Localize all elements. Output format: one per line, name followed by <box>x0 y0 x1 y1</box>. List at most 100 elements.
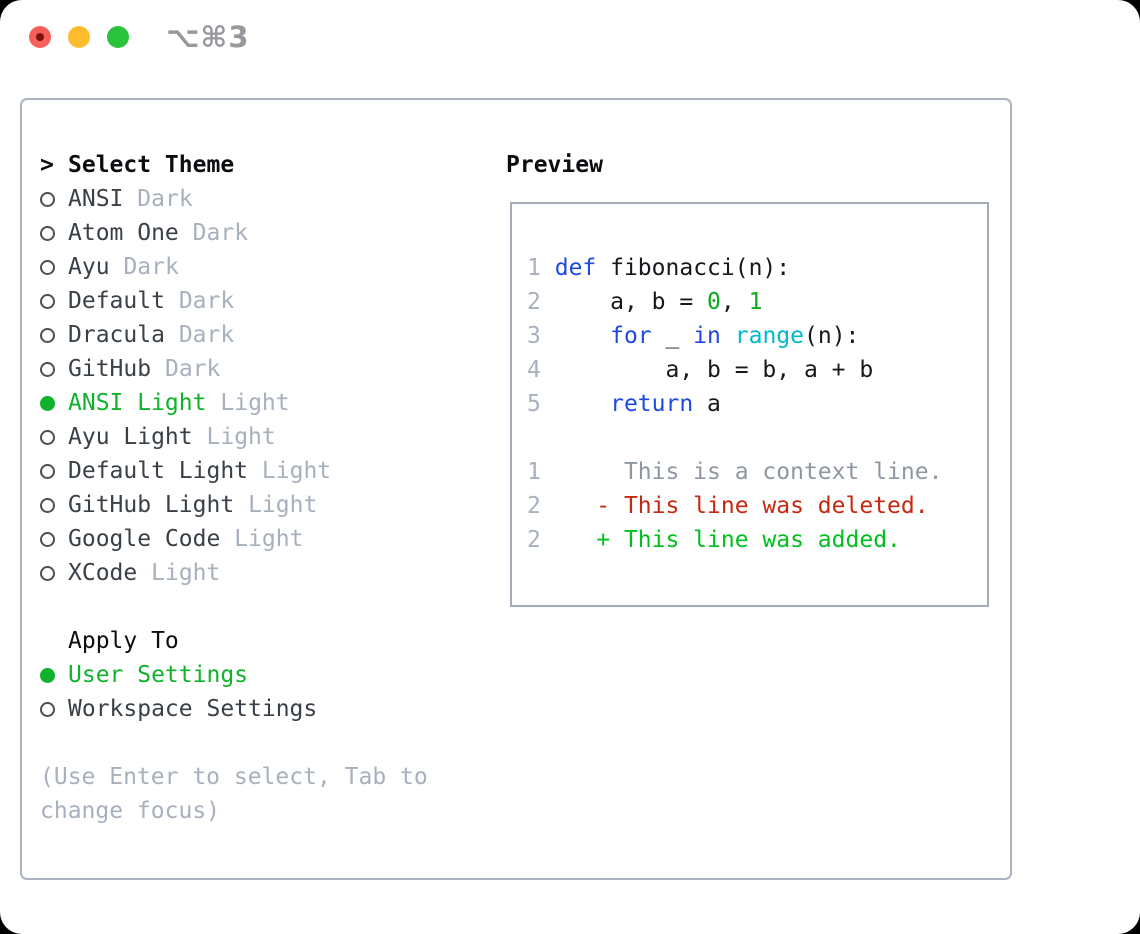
code-token-plain <box>721 323 735 349</box>
radio-icon <box>40 226 55 241</box>
radio-icon <box>40 328 55 343</box>
variant-label: Dark <box>137 186 193 212</box>
option-label: Dracula <box>68 322 165 348</box>
variant-label: Light <box>151 560 221 586</box>
option-label: GitHub <box>68 356 152 382</box>
option-label: XCode <box>68 560 138 586</box>
code-token-plain: a <box>693 391 721 417</box>
preview-title: Preview <box>506 152 603 178</box>
code-token-ctx: This is a context line. <box>540 459 943 485</box>
window-title-shortcut: ⌥⌘3 <box>166 20 250 54</box>
theme-option-github-light[interactable]: GitHub Light Light <box>40 488 428 522</box>
option-label: Workspace Settings <box>68 696 318 722</box>
marker-slot <box>40 488 68 522</box>
spacer <box>40 590 428 624</box>
option-label: GitHub Light <box>68 492 235 518</box>
code-token-plain: , <box>720 289 749 315</box>
option-label: Google Code <box>68 526 221 552</box>
code-token-kw: in <box>693 323 721 349</box>
code-token-lit: 0 <box>707 289 721 315</box>
marker-slot <box>40 284 68 318</box>
marker-slot <box>40 692 68 726</box>
code-token-plain: fibonacci(n): <box>596 255 791 281</box>
variant-label: Light <box>234 526 304 552</box>
prompt-icon: > <box>40 152 54 178</box>
radio-icon <box>40 362 55 377</box>
close-dot-icon <box>36 33 44 41</box>
radio-icon <box>40 566 55 581</box>
radio-icon <box>40 260 55 275</box>
preview-code: 1 def fibonacci(n): 2 a, b = 0, 1 3 for … <box>512 204 987 557</box>
option-label: Ayu Light <box>68 424 193 450</box>
line-number: 2 <box>527 289 541 315</box>
radio-icon <box>40 498 55 513</box>
radio-selected-icon <box>40 396 55 411</box>
variant-label: Dark <box>178 288 235 314</box>
theme-option-ayu-light[interactable]: Ayu Light Light <box>40 420 428 454</box>
option-label: User Settings <box>68 662 249 688</box>
spacer <box>40 726 428 760</box>
preview-box: 1 def fibonacci(n): 2 a, b = 0, 1 3 for … <box>510 202 989 607</box>
zoom-button[interactable] <box>107 26 129 48</box>
hint-line-2: change focus) <box>40 798 221 824</box>
code-token-plain: _ <box>651 323 694 349</box>
marker-slot <box>40 182 68 216</box>
line-number: 1 <box>527 255 541 281</box>
line-number: 5 <box>527 391 541 417</box>
minimize-button[interactable] <box>68 26 90 48</box>
theme-option-google-code[interactable]: Google Code Light <box>40 522 428 556</box>
hint-line-1: (Use Enter to select, Tab to <box>40 764 428 790</box>
code-token-kw: for <box>610 323 652 349</box>
apply-to-title: Apply To <box>68 628 179 654</box>
option-label: Ayu <box>68 254 110 280</box>
marker-slot <box>40 420 68 454</box>
marker-slot <box>40 216 68 250</box>
code-token-add: + This line was added. <box>540 527 901 553</box>
line-number: 2 <box>527 493 541 519</box>
code-token-plain: a, b = b, a + b <box>540 357 874 383</box>
theme-option-dracula[interactable]: Dracula Dark <box>40 318 428 352</box>
apply-option-user-settings[interactable]: User Settings <box>40 658 428 692</box>
theme-option-xcode[interactable]: XCode Light <box>40 556 428 590</box>
apply-option-workspace-settings[interactable]: Workspace Settings <box>40 692 428 726</box>
code-token-plain: (n): <box>804 323 860 349</box>
theme-option-default-light[interactable]: Default Light Light <box>40 454 428 488</box>
select-theme-header: > Select Theme <box>40 148 428 182</box>
code-token-plain <box>541 255 555 281</box>
radio-icon <box>40 464 55 479</box>
marker-slot <box>40 556 68 590</box>
option-label: Default Light <box>68 458 249 484</box>
variant-label: Light <box>220 390 290 416</box>
code-token-lit: 1 <box>748 289 763 315</box>
theme-option-ansi-light[interactable]: ANSI Light Light <box>40 386 428 420</box>
radio-icon <box>40 532 55 547</box>
line-number: 3 <box>527 323 541 349</box>
code-token-plain <box>541 391 610 417</box>
variant-label: Light <box>206 424 276 450</box>
help-hint: (Use Enter to select, Tab to change focu… <box>40 760 428 828</box>
apply-to-header: Apply To <box>40 624 428 658</box>
line-number: 2 <box>527 527 541 553</box>
preview-section: Preview 1 def fibonacci(n): 2 a, b = 0, … <box>506 148 989 607</box>
select-theme-title: Select Theme <box>68 152 235 178</box>
marker-slot <box>40 250 68 284</box>
code-token-plain <box>541 323 610 349</box>
option-label: ANSI Light <box>68 390 207 416</box>
variant-label: Light <box>261 458 332 484</box>
variant-label: Dark <box>178 322 235 348</box>
radio-icon <box>40 430 55 445</box>
marker-slot <box>40 658 68 692</box>
radio-icon <box>40 702 55 717</box>
close-button[interactable] <box>29 26 51 48</box>
variant-label: Light <box>248 492 318 518</box>
radio-icon <box>40 192 55 207</box>
